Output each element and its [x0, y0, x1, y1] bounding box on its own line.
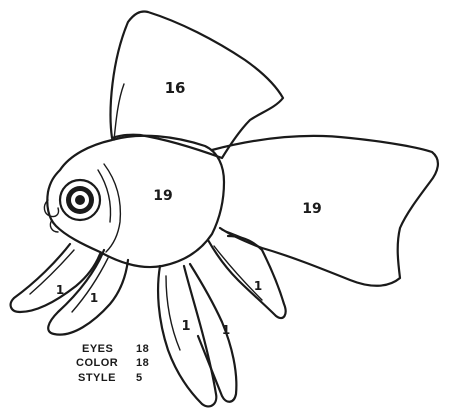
lower-fin-front: 1 — [158, 266, 216, 406]
score-row-eyes: EYES 18 — [82, 343, 149, 355]
score-value: 5 — [136, 372, 143, 384]
score-table: EYES 18 COLOR 18 STYLE 5 — [76, 343, 149, 384]
lower-fin-front-label: 1 — [181, 319, 190, 334]
tail-fin-label: 19 — [302, 201, 321, 217]
anal-fin-label: 1 — [254, 279, 262, 293]
score-label: COLOR — [76, 357, 118, 369]
score-value: 18 — [136, 343, 149, 355]
score-label: EYES — [82, 343, 113, 355]
dorsal-fin-label: 16 — [165, 79, 186, 97]
score-row-color: COLOR 18 — [76, 357, 149, 369]
score-row-style: STYLE 5 — [78, 372, 143, 384]
tail-fin: 19 — [212, 136, 438, 286]
ventral-fin-inner-label: 1 — [90, 291, 98, 305]
body-label: 19 — [153, 188, 172, 204]
ventral-fin-outer-label: 1 — [56, 283, 64, 297]
lower-fin-back-label: 1 — [222, 323, 230, 337]
anal-fin: 1 — [208, 236, 286, 318]
score-label: STYLE — [78, 372, 116, 384]
score-value: 18 — [136, 357, 149, 369]
ventral-fin-outer: 1 — [11, 244, 100, 312]
eye — [60, 180, 100, 220]
